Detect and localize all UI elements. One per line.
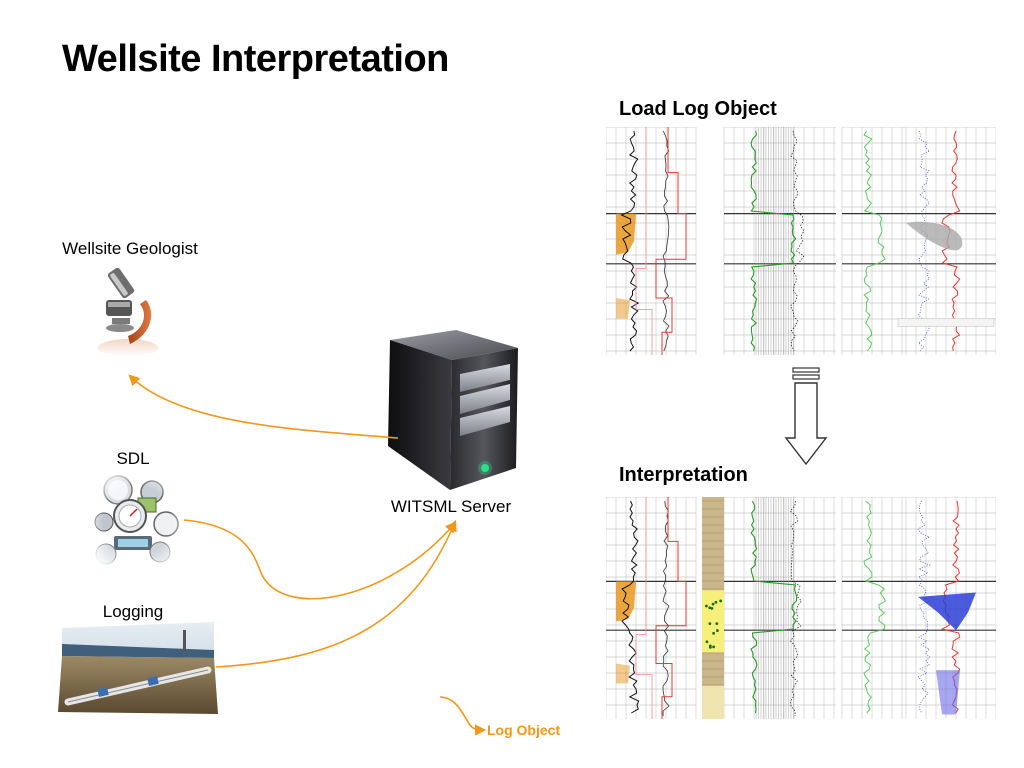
- log-object-legend-label: Log Object: [487, 722, 561, 738]
- sand-grain: [719, 599, 723, 603]
- resistivity-curve: [655, 127, 687, 355]
- sand-grain: [705, 604, 708, 608]
- load-log-object-title: Load Log Object: [619, 98, 777, 120]
- gauges-icon: [90, 472, 184, 570]
- caliper-curve: [662, 130, 670, 352]
- sand-grain: [708, 645, 712, 649]
- sand-grain: [714, 600, 718, 604]
- log-track: [841, 127, 906, 355]
- sand-grain: [705, 640, 709, 644]
- wellsite-geologist-label: Wellsite Geologist: [62, 239, 198, 258]
- gamma-ray-curve: [621, 500, 640, 714]
- sand-grain: [712, 631, 716, 635]
- sand-grain: [708, 606, 712, 610]
- porosity-curve: [750, 500, 798, 714]
- sand-grain: [711, 602, 715, 606]
- lithology-fill: [616, 663, 630, 684]
- sand-grain: [715, 629, 719, 632]
- gamma-ray-curve: [620, 130, 640, 352]
- porosity-curve: [750, 130, 797, 352]
- resistivity-curve: [635, 127, 653, 355]
- crossover-fill: [906, 221, 963, 251]
- logging-to-server-arrow: [215, 519, 457, 668]
- slide-title: Wellsite Interpretation: [62, 38, 449, 80]
- sdl-to-server-arrow: [183, 519, 457, 600]
- legend-arrow: [439, 696, 487, 736]
- down-arrow-icon: [784, 367, 828, 466]
- density-curve: [789, 500, 802, 717]
- microscope-icon: [94, 262, 164, 358]
- pipeline-icon: [58, 622, 218, 714]
- resistivity-curve: [655, 497, 687, 719]
- hydrocarbon-fill: [918, 592, 976, 631]
- lithology-fill: [616, 213, 636, 255]
- server-to-geologist-arrow: [128, 374, 399, 439]
- density-curve: [789, 130, 805, 352]
- sand-grain: [710, 606, 714, 610]
- interpretation-title: Interpretation: [619, 464, 748, 486]
- logging-label: Logging: [102, 602, 164, 621]
- hydrocarbon-fill: [936, 670, 960, 715]
- sonic-curve: [863, 130, 886, 352]
- sand-grain: [708, 622, 712, 626]
- neutron-curve: [917, 500, 931, 714]
- sand-interval: [702, 685, 724, 719]
- server-tower-icon: [384, 326, 520, 492]
- resistivity-curve: [635, 497, 653, 719]
- lithology-fill: [616, 581, 636, 622]
- witsml-server-label: WITSML Server: [390, 497, 512, 516]
- lithology-fill: [616, 298, 630, 319]
- load-log-object-panel: [606, 127, 996, 355]
- sonic-curve: [863, 500, 887, 714]
- cursor-readout: [897, 318, 995, 327]
- log-track: [841, 497, 906, 719]
- sdl-label: SDL: [116, 449, 150, 468]
- caliper-curve: [662, 500, 670, 716]
- log-track: [723, 127, 836, 355]
- sand-grain: [712, 645, 716, 649]
- interpretation-panel: [606, 497, 996, 719]
- neutron-curve: [918, 130, 931, 352]
- sand-grain: [715, 622, 719, 626]
- log-background: [606, 497, 996, 719]
